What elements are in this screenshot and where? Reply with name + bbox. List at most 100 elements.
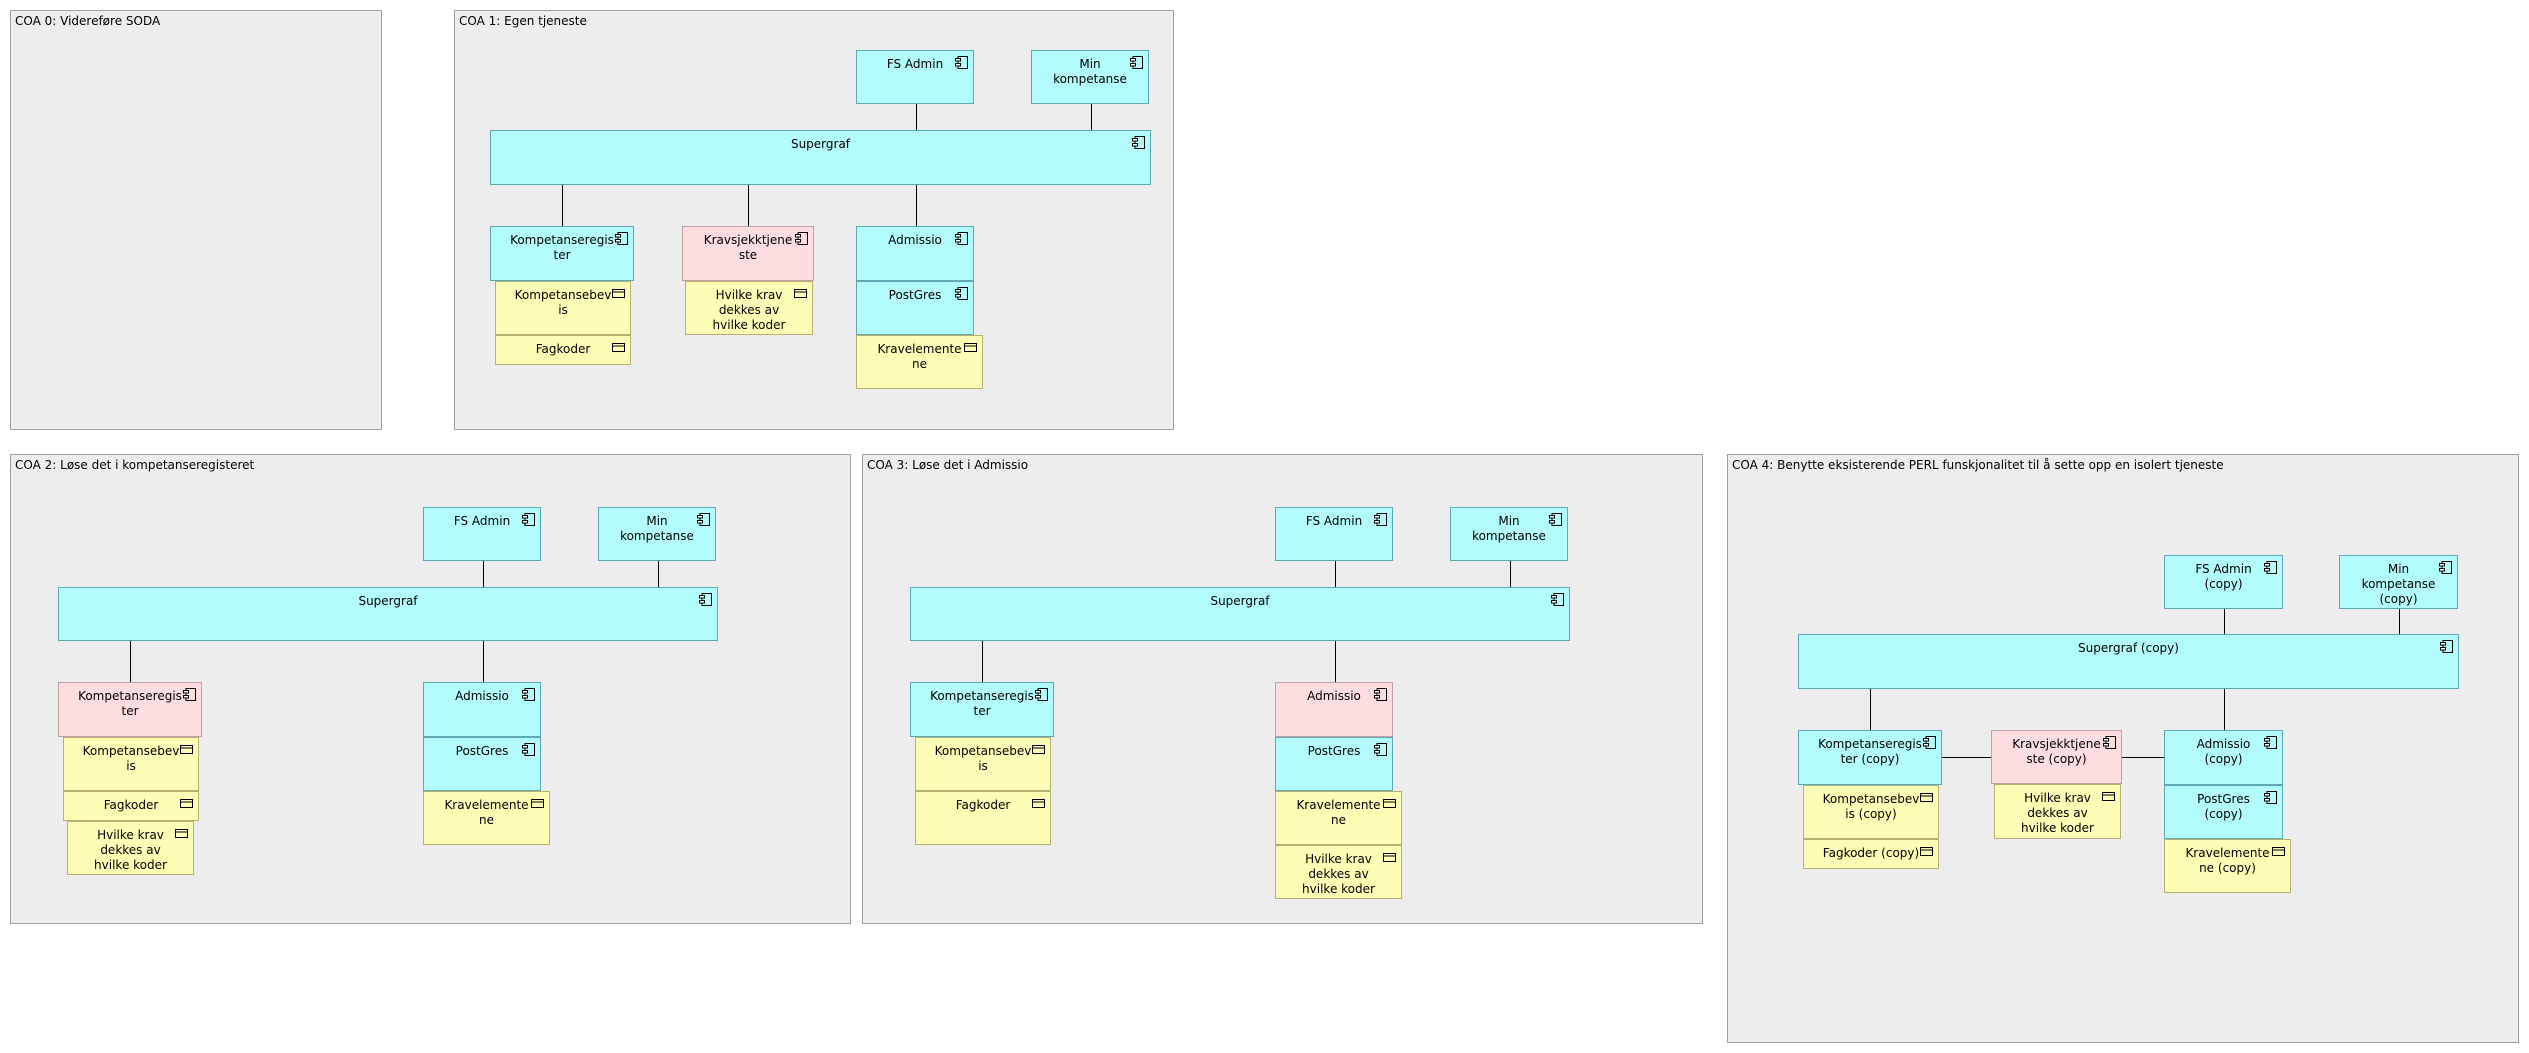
kravelementene-data-object[interactable]: Kravelementene (copy) [2164, 839, 2291, 893]
component-icon [2264, 736, 2277, 749]
connector [562, 184, 563, 226]
element-label: Admissio [1307, 689, 1361, 703]
kravsjekktjeneste-component[interactable]: Kravsjekktjeneste [682, 226, 814, 281]
supergraf-component[interactable]: Supergraf [910, 587, 1570, 641]
element-label: Kompetansebevis (copy) [1822, 792, 1920, 821]
connector [2399, 608, 2400, 635]
admissio-component[interactable]: Admissio [856, 226, 974, 281]
element-label: Admissio (copy) [2196, 737, 2251, 766]
supergraf-component[interactable]: Supergraf (copy) [1798, 634, 2459, 689]
element-label: Kompetanseregister [510, 233, 614, 262]
element-label: FS Admin (copy) [2195, 562, 2252, 591]
element-label: Min kompetanse [1053, 57, 1127, 86]
data-object-icon [794, 287, 807, 300]
kompetanseregister-component[interactable]: Kompetanseregister (copy) [1798, 730, 1942, 785]
group-coa0[interactable]: COA 0: Videreføre SODA [10, 10, 382, 430]
kravelementene-data-object[interactable]: Kravelementene [423, 791, 550, 845]
component-icon [795, 232, 808, 245]
data-object-icon [1920, 791, 1933, 804]
fs-admin-component[interactable]: FS Admin (copy) [2164, 555, 2283, 609]
element-label: Fagkoder (copy) [1822, 846, 1920, 860]
component-icon [522, 688, 535, 701]
supergraf-component[interactable]: Supergraf [490, 130, 1151, 185]
kompetansebevis-data-object[interactable]: Kompetansebevis (copy) [1803, 785, 1939, 839]
data-object-icon [612, 341, 625, 354]
connector [2122, 757, 2164, 758]
min-kompetanse-component[interactable]: Min kompetanse [1450, 507, 1568, 561]
postgres-component[interactable]: PostGres [856, 281, 974, 335]
data-object-icon [180, 797, 193, 810]
kompetanseregister-component[interactable]: Kompetanseregister [58, 682, 202, 737]
admissio-component[interactable]: Admissio [423, 682, 541, 737]
group-title: COA 4: Benytte eksisterende PERL funskjo… [1732, 458, 2224, 472]
hvilke-krav-data-object[interactable]: Hvilke krav dekkes av hvilke koder [1275, 845, 1402, 899]
connector [982, 640, 983, 682]
postgres-component[interactable]: PostGres [1275, 737, 1393, 791]
component-icon [2439, 561, 2452, 574]
component-icon [955, 56, 968, 69]
fagkoder-data-object[interactable]: Fagkoder [495, 335, 631, 365]
min-kompetanse-component[interactable]: Min kompetanse [598, 507, 716, 561]
kravelementene-data-object[interactable]: Kravelementene [1275, 791, 1402, 845]
admissio-component[interactable]: Admissio [1275, 682, 1393, 737]
min-kompetanse-component[interactable]: Min kompetanse [1031, 50, 1149, 104]
fagkoder-data-object[interactable]: Fagkoder [63, 791, 199, 821]
connector [1335, 560, 1336, 587]
component-icon [697, 513, 710, 526]
kravelementene-data-object[interactable]: Kravelementene [856, 335, 983, 389]
component-icon [2440, 640, 2453, 653]
element-label: Kravsjekktjeneste (copy) [2012, 737, 2101, 766]
fs-admin-component[interactable]: FS Admin [856, 50, 974, 104]
element-label: Kompetansebevis [934, 744, 1032, 773]
postgres-component[interactable]: PostGres [423, 737, 541, 791]
component-icon [1551, 593, 1564, 606]
component-icon [2264, 791, 2277, 804]
kompetanseregister-component[interactable]: Kompetanseregister [910, 682, 1054, 737]
element-label: Kravelementene [1296, 798, 1381, 827]
element-label: Kompetansebevis [514, 288, 612, 317]
element-label: Kravelementene [444, 798, 529, 827]
connector [2224, 688, 2225, 730]
element-label: FS Admin [1305, 514, 1363, 528]
fagkoder-data-object[interactable]: Fagkoder (copy) [1803, 839, 1939, 869]
element-label: Supergraf [358, 594, 418, 608]
component-icon [1923, 736, 1936, 749]
kravsjekktjeneste-component[interactable]: Kravsjekktjeneste (copy) [1991, 730, 2122, 784]
connector [2224, 608, 2225, 635]
element-label: Min kompetanse [1472, 514, 1546, 543]
element-label: Hvilke krav dekkes av hvilke koder [94, 828, 167, 872]
postgres-component[interactable]: PostGres (copy) [2164, 785, 2283, 839]
component-icon [699, 593, 712, 606]
element-label: PostGres (copy) [2197, 792, 2250, 821]
element-label: Admissio [888, 233, 942, 247]
fs-admin-component[interactable]: FS Admin [423, 507, 541, 561]
element-label: Hvilke krav dekkes av hvilke koder [2021, 791, 2094, 835]
element-label: Kompetanseregister [78, 689, 182, 718]
connector [483, 640, 484, 682]
component-icon [2103, 736, 2116, 749]
component-icon [183, 688, 196, 701]
kompetansebevis-data-object[interactable]: Kompetansebevis [495, 281, 631, 335]
data-object-icon [2102, 790, 2115, 803]
element-label: FS Admin [453, 514, 511, 528]
hvilke-krav-data-object[interactable]: Hvilke krav dekkes av hvilke koder [67, 821, 194, 875]
kompetanseregister-component[interactable]: Kompetanseregister [490, 226, 634, 281]
element-label: PostGres [1307, 744, 1361, 758]
fs-admin-component[interactable]: FS Admin [1275, 507, 1393, 561]
element-label: Admissio [455, 689, 509, 703]
hvilke-krav-data-object[interactable]: Hvilke krav dekkes av hvilke koder [1994, 784, 2121, 839]
kompetansebevis-data-object[interactable]: Kompetansebevis [915, 737, 1051, 791]
component-icon [1035, 688, 1048, 701]
admissio-component[interactable]: Admissio (copy) [2164, 730, 2283, 785]
group-title: COA 2: Løse det i kompetanseregisteret [15, 458, 255, 472]
connector [748, 184, 749, 226]
connector [916, 184, 917, 226]
connector [130, 640, 131, 682]
kompetansebevis-data-object[interactable]: Kompetansebevis [63, 737, 199, 791]
min-kompetanse-component[interactable]: Min kompetanse (copy) [2339, 555, 2458, 609]
data-object-icon [180, 743, 193, 756]
supergraf-component[interactable]: Supergraf [58, 587, 718, 641]
fagkoder-data-object[interactable]: Fagkoder [915, 791, 1051, 845]
data-object-icon [1032, 743, 1045, 756]
hvilke-krav-data-object[interactable]: Hvilke krav dekkes av hvilke koder [685, 281, 813, 335]
